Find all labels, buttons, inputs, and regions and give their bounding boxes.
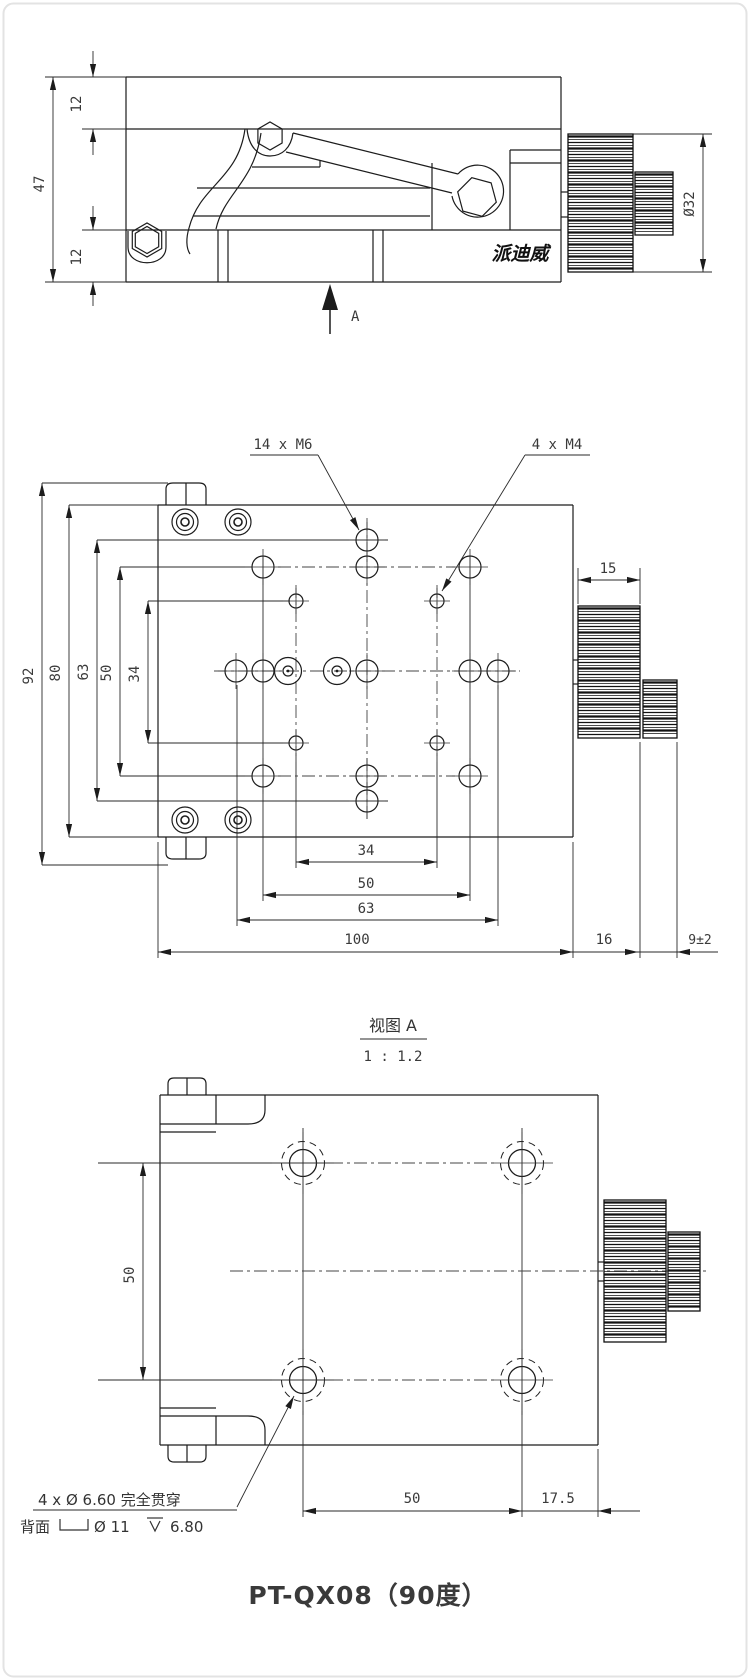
leader-m4-label: 4 x M4 bbox=[532, 437, 583, 453]
dim-92-label: 92 bbox=[21, 668, 37, 685]
plan-view-labels: 14 x M6 4 x M4 92 80 63 50 34 15 34 50 6… bbox=[21, 437, 712, 948]
dim-knob-diameter-label: Ø32 bbox=[682, 191, 698, 216]
dim-50h-viewa-label: 50 bbox=[404, 1491, 421, 1507]
dim-63v-label: 63 bbox=[76, 664, 92, 681]
leader-m6-label: 14 x M6 bbox=[253, 437, 312, 453]
view-a-scale: 1 : 1.2 bbox=[363, 1049, 422, 1065]
dim-9pm2-label: 9±2 bbox=[688, 933, 711, 948]
counterbore-symbol-icon bbox=[59, 1519, 89, 1531]
view-a-labels: 视图 A 1 : 1.2 50 50 17.5 4 x Ø 6.60 完全贯穿 … bbox=[20, 1016, 575, 1536]
hole-note-depth: 6.80 bbox=[170, 1518, 203, 1536]
hole-note-back: 背面 bbox=[20, 1518, 50, 1536]
brand-logo-text: 派迪威 bbox=[491, 243, 551, 265]
dim-34h-label: 34 bbox=[358, 843, 375, 859]
dim-47-label: 47 bbox=[32, 176, 48, 193]
dim-16-label: 16 bbox=[596, 932, 613, 948]
hole-note-line1: 4 x Ø 6.60 完全贯穿 bbox=[38, 1491, 181, 1509]
dim-175-viewa-label: 17.5 bbox=[541, 1491, 575, 1507]
view-a-title: 视图 A bbox=[369, 1016, 417, 1035]
hole-note-cb-dia: Ø 11 bbox=[94, 1518, 130, 1536]
dim-34v-label: 34 bbox=[127, 666, 143, 683]
side-view-labels: 47 12 12 Ø32 派迪威 A bbox=[32, 96, 698, 325]
dim-80-label: 80 bbox=[48, 665, 64, 682]
dim-100-label: 100 bbox=[344, 932, 369, 948]
dim-50v-viewa-label: 50 bbox=[122, 1267, 138, 1284]
depth-symbol-icon bbox=[147, 1517, 163, 1533]
dim-63h-label: 63 bbox=[358, 901, 375, 917]
drawing-geometry bbox=[33, 51, 718, 1517]
dim-50h-label: 50 bbox=[358, 876, 375, 892]
section-arrow-label: A bbox=[351, 309, 360, 325]
dim-50v-label: 50 bbox=[99, 665, 115, 682]
dim-15-label: 15 bbox=[600, 561, 617, 577]
dim-12-bottom-label: 12 bbox=[69, 249, 85, 266]
product-title: PT-QX08（90度） bbox=[248, 1581, 487, 1610]
dim-12-top-label: 12 bbox=[69, 96, 85, 113]
